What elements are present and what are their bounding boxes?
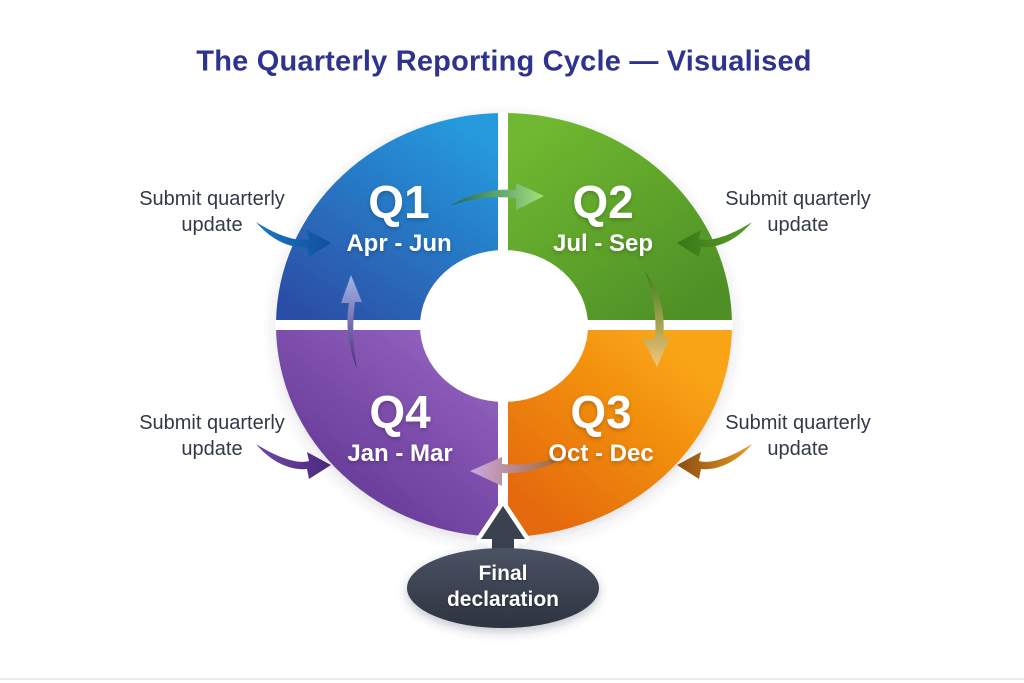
submit-label-top-left: Submit quarterly update — [139, 188, 285, 236]
arrow-q2-to-q3-icon — [643, 271, 670, 367]
arrow-q1-to-q2-icon — [450, 183, 544, 210]
submit-label-top-right: Submit quarterly update — [725, 188, 871, 236]
cycle-ring — [275, 112, 733, 538]
submit-arrow-bottom-right-icon — [677, 444, 752, 479]
arrow-q3-to-q4-icon — [470, 451, 572, 486]
submit-arrow-bottom-left-icon — [256, 444, 331, 479]
bottom-divider — [0, 678, 1024, 680]
submit-arrow-top-left-icon — [256, 222, 331, 257]
donut-hole — [420, 250, 588, 402]
submit-arrow-top-right-icon — [677, 222, 752, 257]
submit-label-bottom-left: Submit quarterly update — [139, 412, 285, 460]
final-declaration-ellipse — [407, 548, 599, 628]
submit-label-bottom-right: Submit quarterly update — [725, 412, 871, 460]
arrow-q4-to-q1-icon — [341, 275, 362, 369]
page-title: The Quarterly Reporting Cycle — Visualis… — [196, 45, 812, 78]
